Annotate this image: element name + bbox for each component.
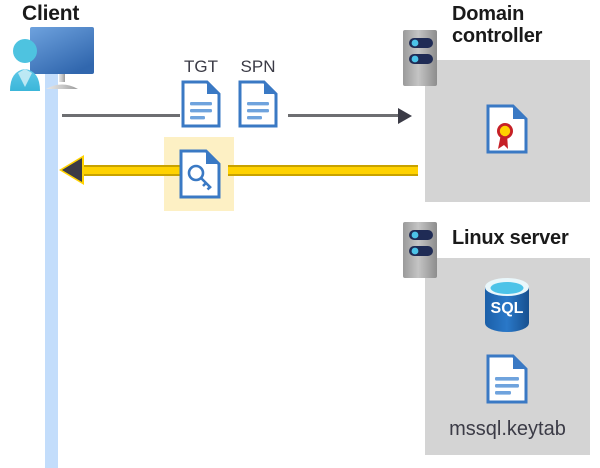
client-title: Client: [22, 2, 80, 25]
response-arrow-left: [78, 165, 182, 176]
client-lifeline: [45, 70, 58, 468]
request-line-right: [288, 114, 400, 117]
user-workstation-icon: [8, 25, 108, 95]
certificate-document-icon: [486, 104, 528, 154]
keytab-filename-label: mssql.keytab: [449, 418, 566, 440]
domain-controller-server-icon: [403, 30, 437, 86]
request-arrowhead-icon: [398, 108, 412, 124]
response-arrow-right: [228, 165, 418, 176]
keytab-document-icon: [486, 354, 528, 404]
response-arrowhead-icon: [62, 158, 82, 182]
key-document-icon: [179, 149, 221, 199]
tgt-label: TGT: [184, 57, 218, 76]
sql-icon-label: SQL: [491, 300, 524, 317]
tgt-document-icon: [181, 80, 221, 128]
spn-label: SPN: [240, 57, 276, 76]
sql-database-icon: SQL: [482, 277, 532, 333]
linux-server-title: Linux server: [452, 227, 569, 249]
linux-server-server-icon: [403, 222, 437, 278]
domain-controller-title: Domain controller: [452, 3, 543, 48]
request-line-left: [62, 114, 180, 117]
spn-document-icon: [238, 80, 278, 128]
